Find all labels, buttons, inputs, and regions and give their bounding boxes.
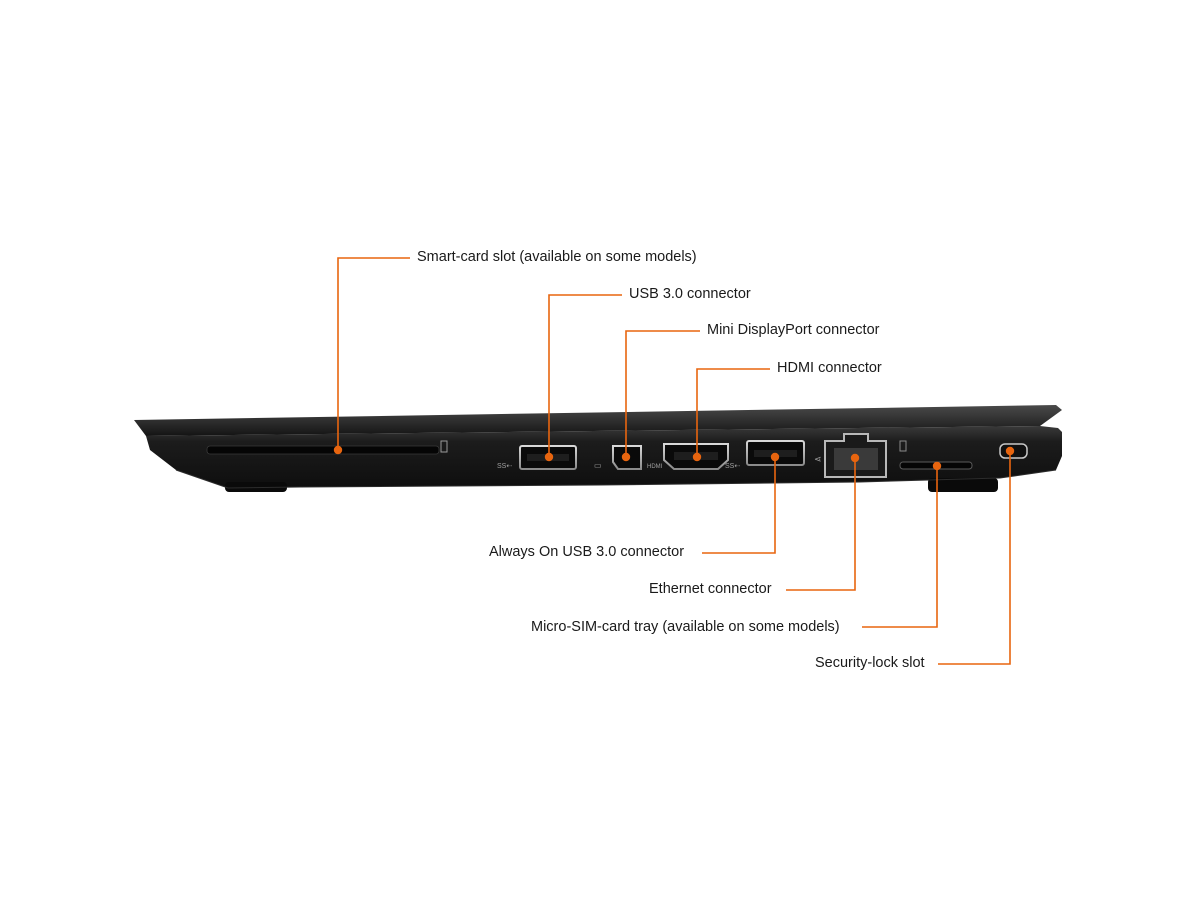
dot-hdmi: [692, 452, 702, 462]
dot-mini-dp: [621, 452, 631, 462]
hdmi-glyph: HDMI: [647, 464, 663, 470]
label-always-on-usb-connector: Always On USB 3.0 connector: [489, 544, 685, 560]
label-usb-3-connector: USB 3.0 connector: [629, 286, 751, 302]
callout-lines: [337, 257, 1011, 665]
laptop-lid: [134, 405, 1062, 436]
dot-smart-card: [333, 445, 343, 455]
dot-security-lock: [1005, 446, 1015, 456]
leader-usb-3: [548, 294, 622, 457]
leader-ethernet: [786, 457, 856, 591]
smart-card-icon: [440, 440, 448, 453]
svg-text:⋖: ⋖: [814, 454, 822, 464]
label-ethernet-connector: Ethernet connector: [649, 581, 772, 597]
leader-hdmi: [696, 368, 770, 457]
leader-security-lock: [938, 451, 1011, 665]
leader-always-on-usb: [702, 457, 776, 554]
dot-ethernet: [850, 453, 860, 463]
mdp-icon-glyph: ▭: [594, 461, 602, 470]
leader-mini-dp: [625, 330, 700, 457]
leader-micro-sim: [862, 466, 938, 628]
smart-card-slot-opening: [206, 445, 440, 455]
label-mini-displayport-connector: Mini DisplayPort connector: [707, 322, 880, 338]
leader-smart-card: [337, 257, 410, 449]
label-security-lock-slot: Security-lock slot: [815, 655, 925, 671]
laptop-foot-right: [928, 478, 998, 492]
usb-ss-glyph-left: SS⇠: [497, 463, 512, 470]
sim-tray-icon: [899, 440, 907, 452]
dot-micro-sim: [932, 461, 942, 471]
laptop-foot-left: [225, 482, 287, 492]
callout-dots: [333, 445, 1015, 471]
dot-usb-3: [544, 452, 554, 462]
label-hdmi-connector: HDMI connector: [777, 360, 882, 376]
label-micro-sim-tray: Micro-SIM-card tray (available on some m…: [531, 619, 840, 635]
laptop-base: [146, 426, 1062, 488]
usb-ss-glyph-right: SS⇠: [725, 463, 740, 470]
dot-always-on-usb: [770, 452, 780, 462]
label-smart-card-slot: Smart-card slot (available on some model…: [417, 249, 697, 265]
